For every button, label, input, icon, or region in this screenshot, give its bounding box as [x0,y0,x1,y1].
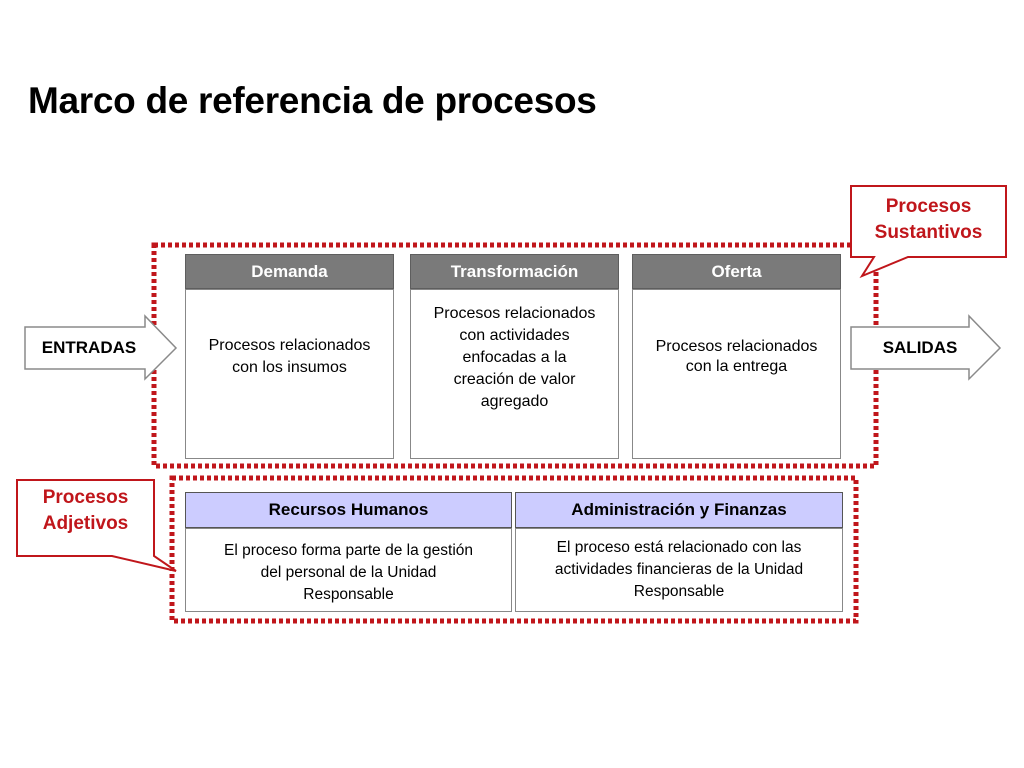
inputs-label: ENTRADAS [41,338,137,357]
column-body-line: con los insumos [232,359,347,376]
column-body-line: con la entrega [685,358,788,375]
outputs-arrow [850,314,1002,381]
column-header: Administración y Finanzas [515,492,843,528]
column-body-line: El proceso está relacionado con las [556,539,802,556]
adjective-callout-label: Procesos Adjetivos [17,485,154,537]
substantive-callout [850,185,1007,279]
column-body-line: con actividades [459,327,570,344]
page-title: Marco de referencia de procesos [28,80,597,121]
adjective-callout [16,479,177,572]
column-body-line: del personal de la Unidad [260,564,437,581]
column-body-line: creación de valor [453,371,576,388]
substantive-callout-label: Procesos Sustantivos [851,194,1006,246]
substantive-callout-line1: Procesos [885,196,972,217]
column-body-line: Procesos relacionados [208,337,371,354]
column-header: Demanda [185,254,394,289]
column-body-line: Procesos relacionados [433,305,596,322]
adjective-callout-line2: Adjetivos [42,513,129,534]
adjective-frame [169,475,859,624]
column-body-line: Procesos relacionados [655,338,818,355]
column-header: Transformación [410,254,619,289]
substantive-callout-line2: Sustantivos [874,222,983,243]
column-body: Procesos relacionados con la entrega [632,289,841,459]
adjective-callout-line1: Procesos [42,487,129,508]
column-header: Oferta [632,254,841,289]
column-body-line: agregado [480,393,549,410]
substantive-frame [151,242,879,469]
column-body-line: enfocadas a la [462,349,567,366]
column-body: Procesos relacionados con actividades en… [410,289,619,459]
column-body-line: El proceso forma parte de la gestión [224,542,473,559]
column-body-line: Responsable [633,583,725,600]
column-body-line: Responsable [303,586,394,603]
column-body: Procesos relacionados con los insumos [185,289,394,459]
column-header: Recursos Humanos [185,492,512,528]
column-body: El proceso está relacionado con las acti… [515,528,843,612]
column-body: El proceso forma parte de la gestión del… [185,528,512,612]
inputs-arrow [24,314,178,381]
column-body-line: actividades financieras de la Unidad [554,561,804,578]
outputs-label: SALIDAS [882,338,958,357]
